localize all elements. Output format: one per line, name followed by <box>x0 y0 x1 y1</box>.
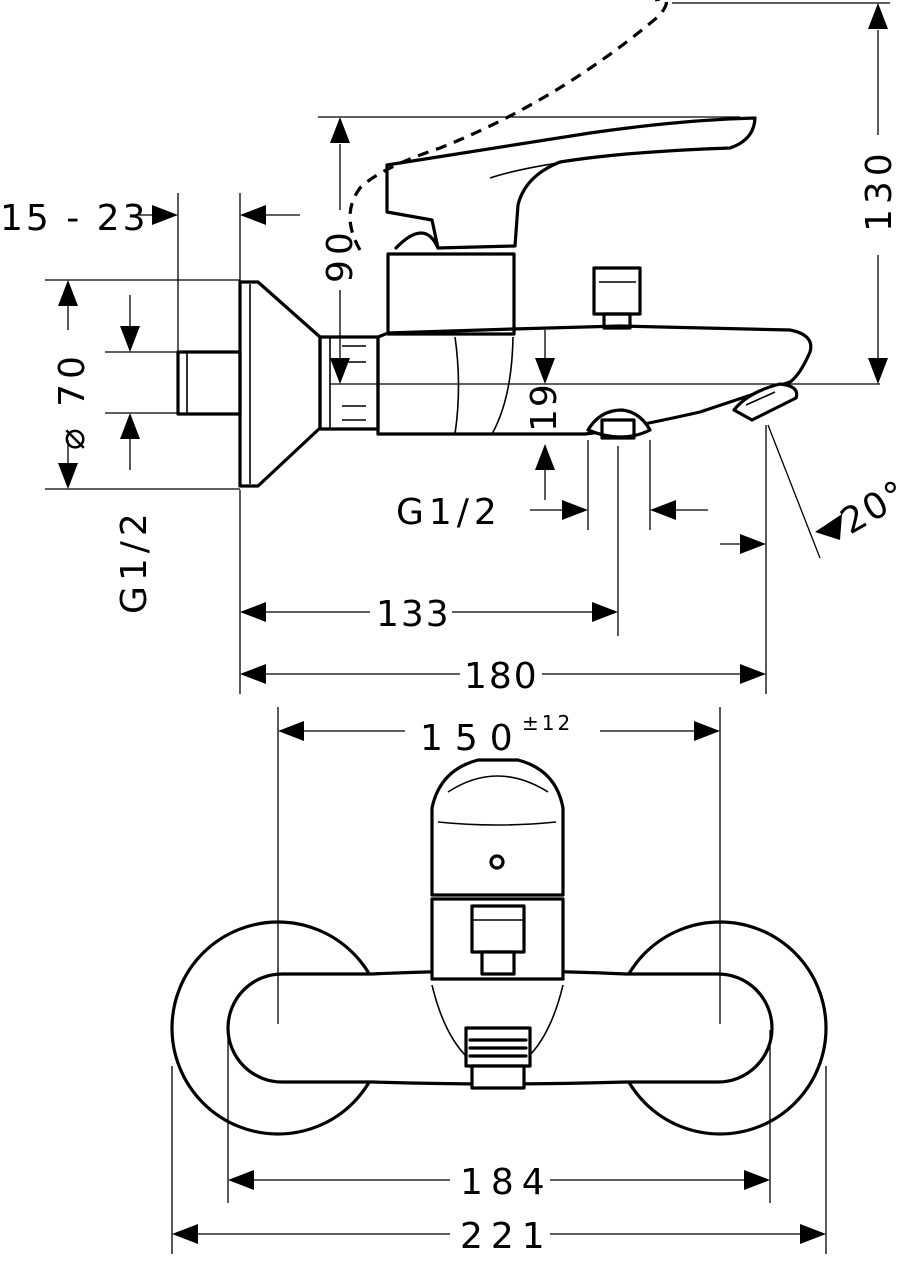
label-centre-tolerance: ±12 <box>522 711 573 735</box>
mixer-lever <box>385 116 757 250</box>
label-flange-diameter: ⌀ 70 <box>52 351 93 450</box>
label-overall-height: 130 <box>859 148 900 232</box>
spout-aerator <box>732 382 799 422</box>
label-wall-thread: G1/2 <box>114 508 155 614</box>
union-nut <box>318 335 380 431</box>
lever-indicator-dot <box>489 854 505 870</box>
label-body-width: 184 <box>460 1162 553 1203</box>
diverter-knob <box>592 266 642 316</box>
side-view <box>176 0 813 488</box>
label-total-projection: 180 <box>464 656 539 697</box>
label-lever-angle: 90 <box>320 227 361 283</box>
front-lever <box>430 758 565 897</box>
side-dimensions <box>45 2 890 694</box>
front-diverter-knob <box>470 904 526 954</box>
label-outlet-projection: 133 <box>376 594 451 635</box>
label-connection-range: 15 - 23 <box>0 198 149 239</box>
front-dimensions <box>171 707 827 1254</box>
label-outlet-thread: G1/2 <box>396 492 502 533</box>
wall-flange <box>238 280 322 488</box>
bottom-outlet <box>586 408 652 439</box>
front-view <box>170 758 828 1136</box>
label-outlet-height: 19 <box>524 382 565 432</box>
cartridge-housing <box>386 252 516 336</box>
label-total-width: 221 <box>460 1216 553 1257</box>
label-spout-angle: 20° <box>834 472 901 542</box>
label-centre-distance: 150 <box>420 718 525 759</box>
